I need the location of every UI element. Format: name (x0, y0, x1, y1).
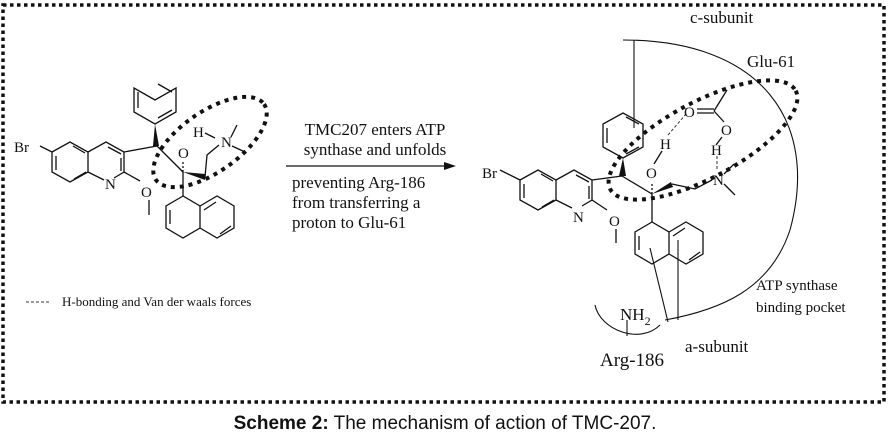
arg-186-label: Arg-186 (600, 350, 664, 371)
caption-label: Scheme 2: (233, 413, 329, 434)
right-n-amine: N (713, 173, 724, 189)
legend: H-bonding and Van der waals forces (26, 294, 251, 309)
arrow-text-below-3: proton to Glu-61 (292, 213, 406, 232)
right-n-atom: N (573, 210, 584, 226)
dotted-frame (1, 3, 886, 404)
c-subunit-label: c-subunit (690, 8, 754, 27)
right-br-atom: Br (482, 166, 497, 182)
left-o-hydroxyl: O (178, 146, 189, 162)
right-o-carbonyl: O (684, 105, 695, 121)
pocket-label-2: binding pocket (756, 300, 846, 316)
a-subunit-label: a-subunit (685, 337, 749, 356)
arg-arc (594, 304, 661, 335)
left-h-atom: H (193, 125, 204, 141)
arrow-head (444, 162, 456, 170)
right-o-acid: O (721, 123, 732, 139)
left-br-atom: Br (14, 140, 29, 156)
arrow-text-below-1: preventing Arg-186 (292, 173, 425, 192)
left-o-methoxy: O (141, 185, 152, 201)
right-o-hydroxyl: O (646, 166, 657, 182)
right-h2-atom: H (711, 143, 722, 159)
left-interaction-ellipse (151, 94, 269, 190)
binding-pocket-arc (622, 39, 799, 321)
figure-caption: Scheme 2: The mechanism of action of TMC… (0, 413, 890, 435)
right-h1-atom: H (660, 137, 671, 153)
right-o-methoxy: O (609, 214, 620, 230)
left-n-amine: N (221, 135, 232, 151)
arrow-text-above-2: synthase and unfolds (304, 140, 447, 159)
right-interaction-ellipse (606, 78, 800, 202)
arrow-text-above-1: TMC207 enters ATP (305, 120, 446, 139)
arrow-text-below-2: from transferring a (292, 193, 421, 212)
nh2-label: NH2 (620, 305, 651, 328)
left-n-atom: N (105, 177, 116, 193)
pocket-label-1: ATP synthase (756, 278, 838, 294)
left-molecule: Br N O O H N (14, 83, 269, 239)
reaction-arrow-group: TMC207 enters ATP synthase and unfolds p… (286, 120, 456, 232)
legend-label: H-bonding and Van der waals forces (62, 294, 251, 309)
caption-text: The mechanism of action of TMC-207. (328, 413, 657, 434)
glu-61-label: Glu-61 (747, 52, 795, 71)
